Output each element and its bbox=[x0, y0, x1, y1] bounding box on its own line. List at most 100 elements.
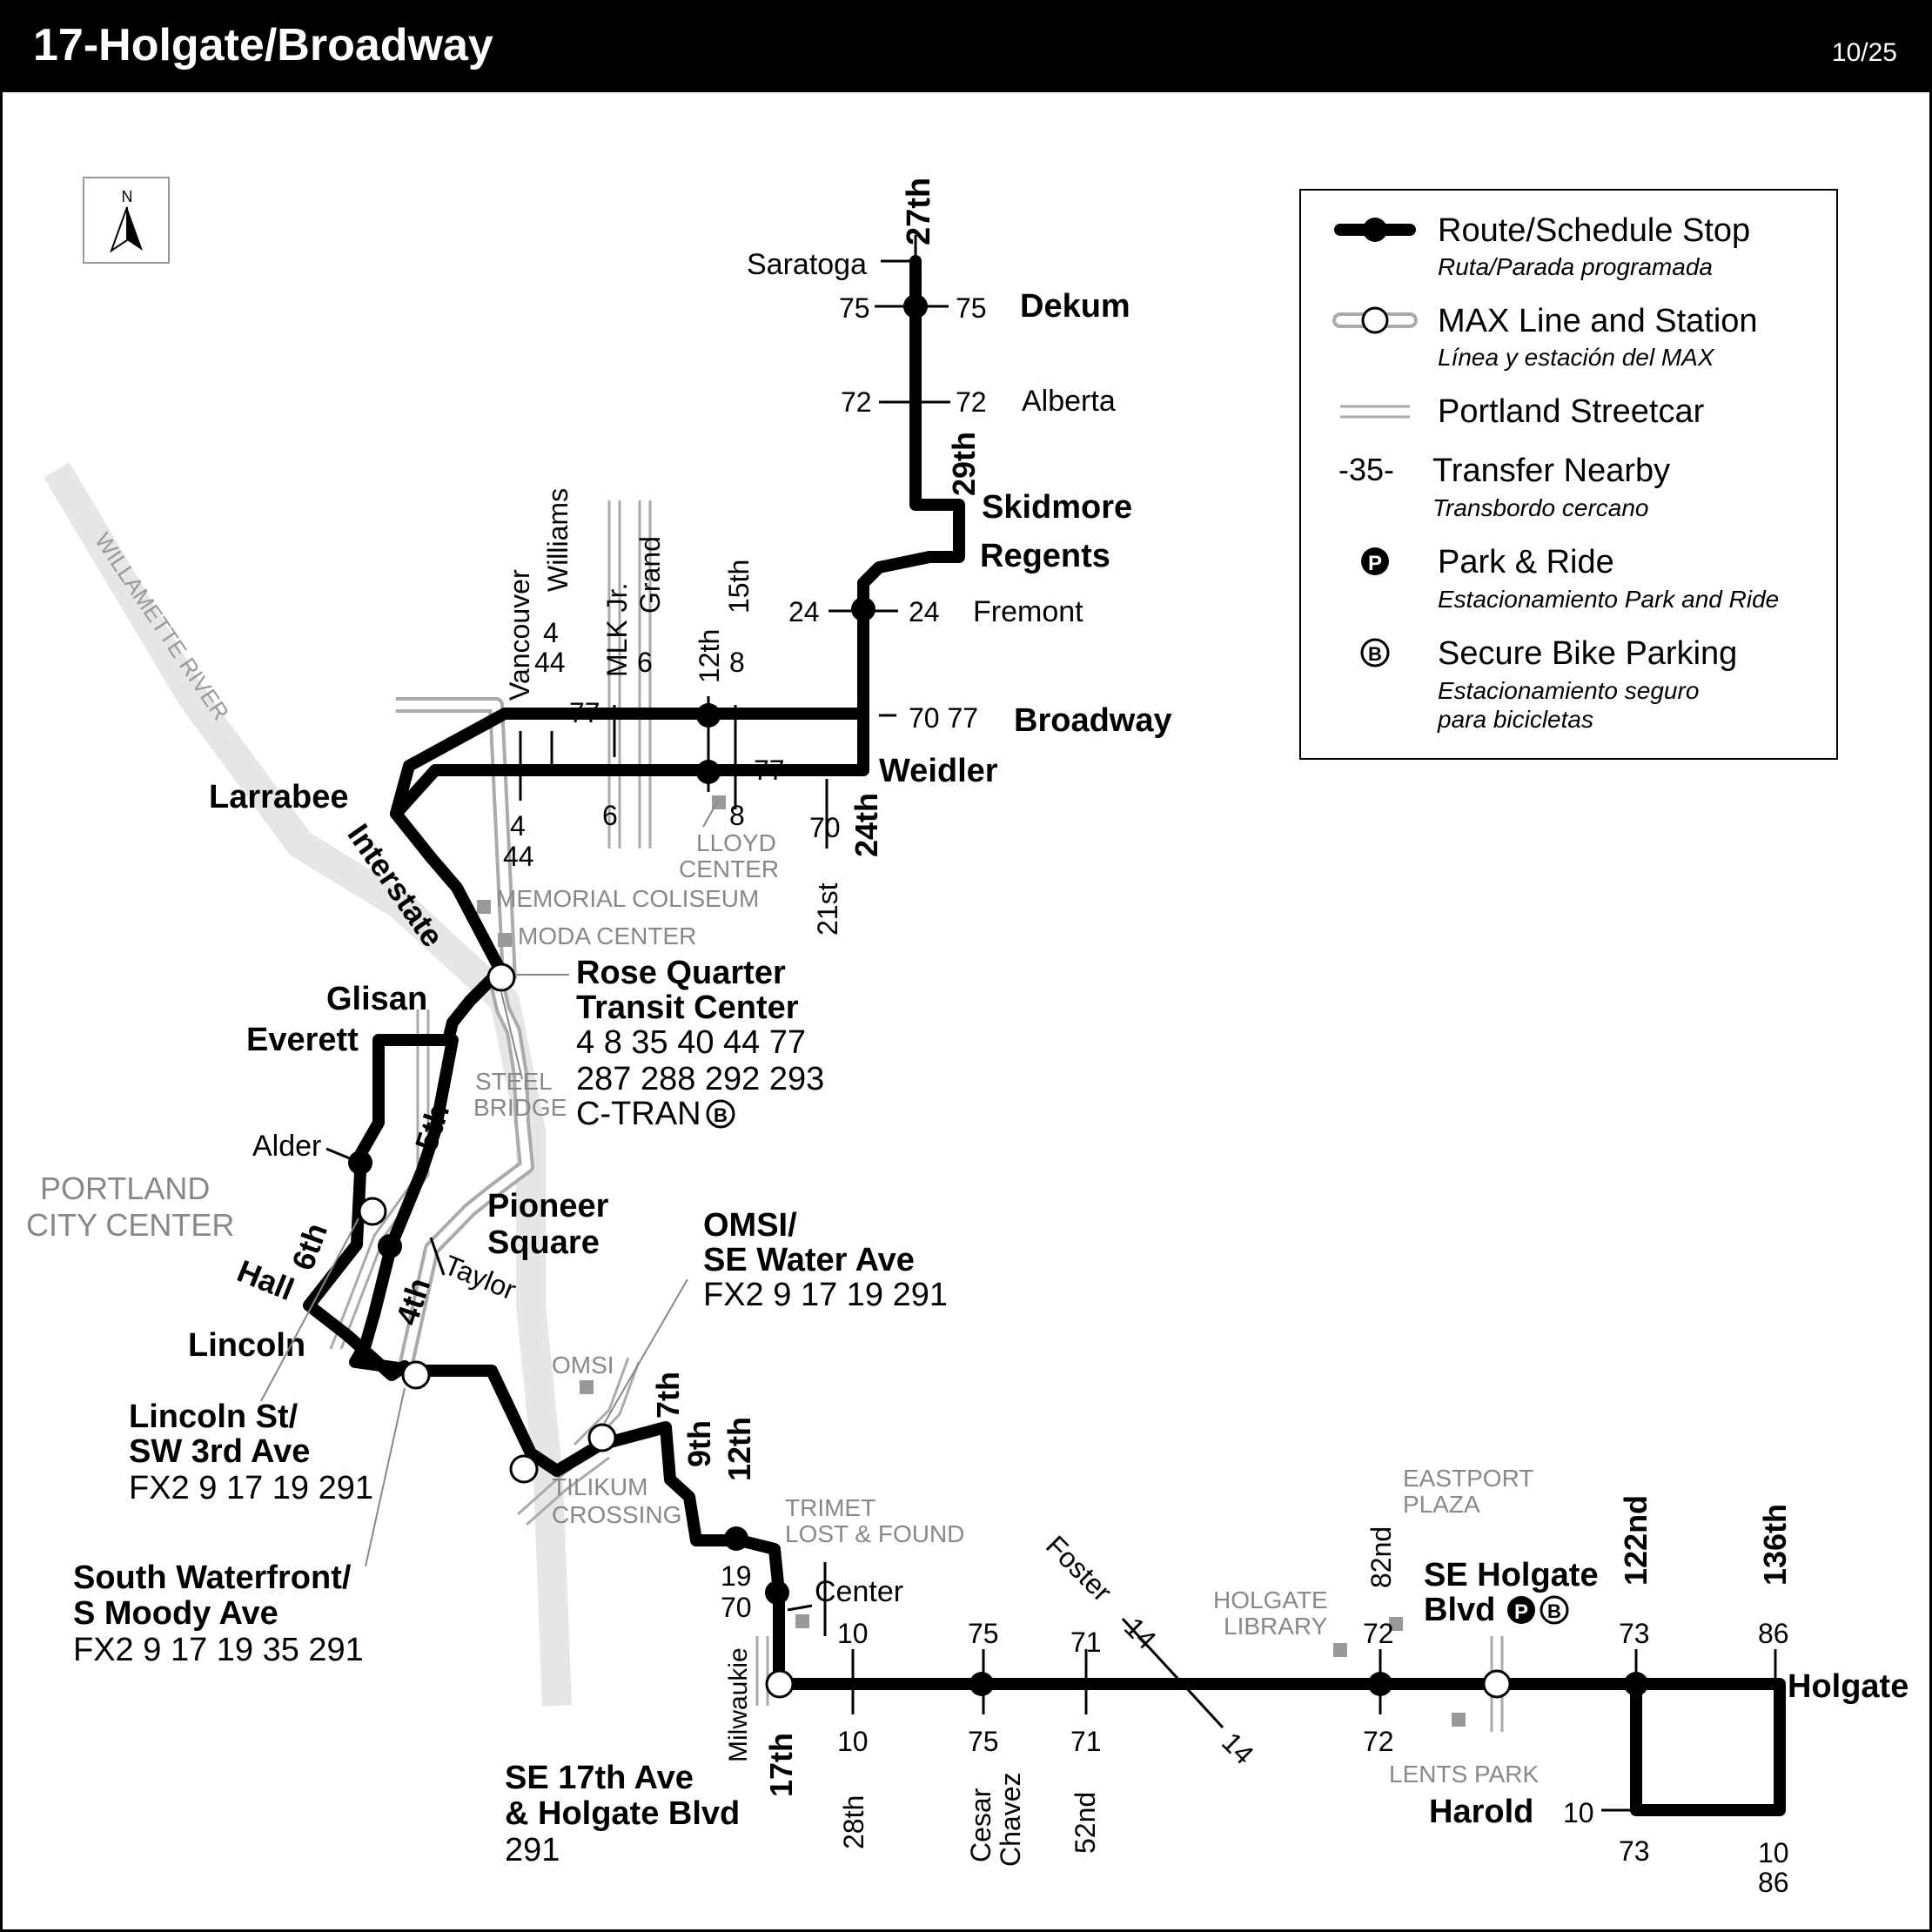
street-larrabee: Larrabee bbox=[209, 779, 349, 815]
svg-text:14: 14 bbox=[1118, 1611, 1163, 1655]
svg-text:14: 14 bbox=[1216, 1726, 1260, 1770]
street-grand: Grand bbox=[634, 536, 666, 614]
date-code: 10/25 bbox=[1831, 38, 1897, 67]
street-glisan: Glisan bbox=[326, 981, 427, 1017]
svg-text:HOLGATE: HOLGATE bbox=[1213, 1587, 1328, 1613]
area-city2: CITY CENTER bbox=[26, 1207, 234, 1243]
legend-max-es: Línea y estación del MAX bbox=[1438, 344, 1715, 371]
svg-text:MEMORIAL COLISEUM: MEMORIAL COLISEUM bbox=[496, 885, 759, 912]
header-bar: 17-Holgate/Broadway 10/25 bbox=[0, 0, 1932, 92]
svg-text:BRIDGE: BRIDGE bbox=[473, 1094, 567, 1121]
svg-text:LENTS PARK: LENTS PARK bbox=[1389, 1761, 1540, 1788]
svg-text:P: P bbox=[1514, 1600, 1528, 1624]
svg-text:FX2 9 17 19 35 291: FX2 9 17 19 35 291 bbox=[73, 1632, 364, 1668]
street-weidler: Weidler bbox=[879, 753, 998, 789]
street-alder: Alder bbox=[252, 1130, 321, 1163]
svg-text:C-TRAN: C-TRAN bbox=[576, 1096, 701, 1132]
street-dekum: Dekum bbox=[1020, 288, 1130, 325]
svg-text:LLOYD: LLOYD bbox=[696, 829, 776, 856]
street-82nd: 82nd bbox=[1365, 1526, 1397, 1588]
svg-text:44: 44 bbox=[534, 647, 566, 678]
street-5th: 5th bbox=[408, 1099, 457, 1155]
svg-text:86: 86 bbox=[1758, 1867, 1789, 1898]
svg-text:72: 72 bbox=[1363, 1726, 1394, 1757]
street-holgate: Holgate bbox=[1788, 1668, 1909, 1705]
svg-text:4: 4 bbox=[543, 617, 559, 648]
legend-park-ride-es: Estacionamiento Park and Ride bbox=[1438, 586, 1779, 613]
legend-route-stop-es: Ruta/Parada programada bbox=[1438, 253, 1713, 280]
svg-text:Square: Square bbox=[487, 1224, 600, 1261]
svg-text:Blvd: Blvd bbox=[1424, 1592, 1495, 1628]
svg-text:& Holgate Blvd: & Holgate Blvd bbox=[505, 1795, 740, 1832]
svg-text:STEEL: STEEL bbox=[475, 1068, 553, 1095]
svg-text:SE Water Ave: SE Water Ave bbox=[703, 1242, 915, 1278]
svg-text:FX2 9 17 19 291: FX2 9 17 19 291 bbox=[129, 1470, 373, 1506]
legend-bike-es1: Estacionamiento seguro bbox=[1438, 677, 1699, 704]
street-milwaukie: Milwaukie bbox=[724, 1647, 753, 1762]
svg-text:CROSSING: CROSSING bbox=[552, 1501, 681, 1528]
street-saratoga: Saratoga bbox=[747, 248, 867, 281]
svg-text:PLAZA: PLAZA bbox=[1403, 1491, 1480, 1518]
legend-streetcar: Portland Streetcar bbox=[1438, 393, 1705, 430]
street-28th: 28th bbox=[838, 1795, 869, 1849]
landmark-labels: LLOYD CENTER MEMORIAL COLISEUM MODA CENT… bbox=[26, 829, 1540, 1788]
street-skidmore: Skidmore bbox=[982, 489, 1132, 526]
svg-text:B: B bbox=[1547, 1600, 1561, 1622]
legend-transfer-es: Transbordo cercano bbox=[1432, 494, 1649, 521]
street-lincoln: Lincoln bbox=[188, 1327, 305, 1364]
street-mlk: MLK Jr. bbox=[601, 583, 633, 677]
svg-text:70 77: 70 77 bbox=[909, 702, 978, 734]
street-17th: 17th bbox=[763, 1733, 799, 1797]
street-12th: 12th bbox=[694, 629, 725, 683]
street-vancouver: Vancouver bbox=[504, 569, 535, 701]
svg-text:P: P bbox=[1368, 552, 1382, 575]
bike-parking-icon bbox=[1540, 1595, 1569, 1625]
street-29th: 29th bbox=[946, 432, 982, 496]
street-7th: 7th bbox=[650, 1372, 686, 1419]
north-label: N bbox=[122, 188, 133, 205]
station-se-holgate: SE Holgate bbox=[1424, 1557, 1599, 1593]
svg-text:10: 10 bbox=[1563, 1797, 1594, 1828]
street-everett: Everett bbox=[246, 1022, 359, 1058]
street-williams: Williams bbox=[542, 488, 574, 592]
leader-lines bbox=[260, 800, 719, 1567]
area-city1: PORTLAND bbox=[40, 1171, 210, 1206]
legend-max: MAX Line and Station bbox=[1438, 303, 1758, 339]
svg-text:73: 73 bbox=[1619, 1618, 1650, 1649]
svg-text:S Moody Ave: S Moody Ave bbox=[73, 1595, 278, 1632]
park-ride-icon bbox=[1361, 547, 1389, 575]
route-stops bbox=[348, 294, 1648, 1696]
svg-text:MODA CENTER: MODA CENTER bbox=[518, 922, 696, 949]
street-24th: 24th bbox=[849, 793, 884, 857]
street-122nd: 122nd bbox=[1618, 1495, 1654, 1586]
svg-text:B: B bbox=[1368, 643, 1382, 665]
svg-text:71: 71 bbox=[1070, 1627, 1102, 1658]
svg-text:72: 72 bbox=[956, 386, 987, 418]
station-labels: Rose Quarter Transit Center 4 8 35 40 44… bbox=[73, 955, 1599, 1868]
svg-text:4: 4 bbox=[510, 810, 526, 842]
street-cesar: Cesar bbox=[965, 1788, 996, 1862]
station-se-17th: SE 17th Ave bbox=[505, 1760, 694, 1796]
street-27th: 27th bbox=[901, 178, 937, 245]
legend: Route/Schedule Stop Ruta/Parada programa… bbox=[1299, 189, 1838, 760]
svg-text:24: 24 bbox=[788, 596, 820, 627]
legend-transfer: Transfer Nearby bbox=[1432, 453, 1670, 489]
svg-text:8: 8 bbox=[729, 647, 745, 678]
street-136th: 136th bbox=[1757, 1504, 1793, 1586]
street-alberta: Alberta bbox=[1022, 385, 1116, 418]
svg-text:SW 3rd Ave: SW 3rd Ave bbox=[129, 1433, 310, 1470]
svg-text:75: 75 bbox=[968, 1618, 999, 1649]
river-label: WILLAMETTE RIVER bbox=[90, 528, 234, 725]
legend-park-ride: Park & Ride bbox=[1438, 544, 1614, 580]
transfer-labels: 75 75 72 72 24 24 70 77 77 77 4 44 4 44 … bbox=[503, 292, 1789, 1898]
street-foster: Foster bbox=[1040, 1529, 1118, 1607]
street-9th: 9th bbox=[681, 1420, 717, 1467]
station-pioneer-square: Pioneer bbox=[487, 1188, 609, 1224]
svg-text:OMSI: OMSI bbox=[552, 1352, 614, 1379]
svg-text:73: 73 bbox=[1619, 1835, 1650, 1867]
svg-text:75: 75 bbox=[956, 292, 987, 324]
svg-text:FX2 9 17 19 291: FX2 9 17 19 291 bbox=[703, 1277, 948, 1313]
svg-text:70: 70 bbox=[809, 812, 841, 843]
street-fremont: Fremont bbox=[973, 595, 1083, 628]
